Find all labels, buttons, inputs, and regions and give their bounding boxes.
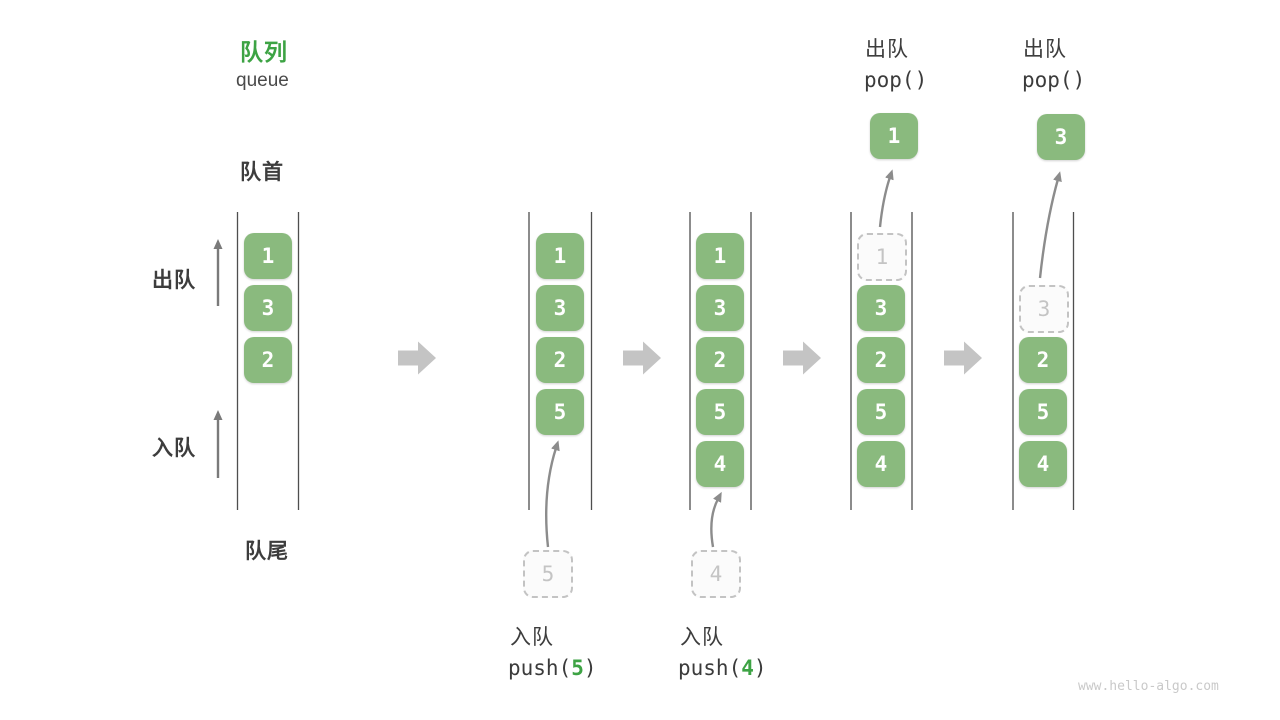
op-pop2-label: 出队 — [1023, 38, 1067, 61]
code-text: ) — [753, 656, 767, 680]
page-subtitle: queue — [236, 70, 289, 91]
code-arg: 5 — [571, 656, 584, 680]
op-push5-code: push(5) — [508, 656, 597, 680]
popped-ghost-cell: 1 — [857, 233, 907, 281]
queue-cell: 4 — [1019, 441, 1067, 487]
queue-cell: 5 — [696, 389, 744, 435]
op-push5-label: 入队 — [510, 626, 554, 649]
queue-cell: 2 — [244, 337, 292, 383]
incoming-ghost-cell: 5 — [523, 550, 573, 598]
op-push4-code: push(4) — [678, 656, 767, 680]
label-queue-front: 队首 — [240, 161, 284, 184]
code-text: push( — [678, 656, 742, 680]
op-pop1-label: 出队 — [865, 38, 909, 61]
label-enqueue-side: 入队 — [152, 437, 196, 460]
queue-cell: 3 — [696, 285, 744, 331]
op-pop1-code: pop() — [864, 68, 928, 92]
incoming-ghost-cell: 4 — [691, 550, 741, 598]
page-title: 队列 — [240, 39, 288, 65]
op-pop2-code: pop() — [1022, 68, 1086, 92]
flow-arrow-icon — [398, 341, 982, 375]
code-arg: 4 — [741, 656, 754, 680]
queue-cell: 3 — [857, 285, 905, 331]
queue-cell: 1 — [536, 233, 584, 279]
queue-cell: 5 — [857, 389, 905, 435]
queue-cell: 3 — [244, 285, 292, 331]
popped-ghost-cell: 3 — [1019, 285, 1069, 333]
queue-cell: 5 — [1019, 389, 1067, 435]
queue-cell: 2 — [536, 337, 584, 383]
queue-cell: 2 — [1019, 337, 1067, 383]
label-dequeue-side: 出队 — [152, 269, 196, 292]
queue-channel-lines — [236, 212, 1075, 510]
popped-cell: 1 — [870, 113, 918, 159]
queue-cell: 1 — [696, 233, 744, 279]
queue-cell: 1 — [244, 233, 292, 279]
queue-cell: 4 — [696, 441, 744, 487]
code-text: ) — [583, 656, 597, 680]
queue-cell: 2 — [696, 337, 744, 383]
label-queue-rear: 队尾 — [245, 540, 289, 563]
watermark: www.hello-algo.com — [1078, 679, 1219, 694]
queue-cell: 2 — [857, 337, 905, 383]
op-push4-label: 入队 — [680, 626, 724, 649]
popped-cell: 3 — [1037, 114, 1085, 160]
operation-arrow-icon — [545, 169, 1062, 548]
queue-cell: 3 — [536, 285, 584, 331]
code-text: push( — [508, 656, 572, 680]
queue-cell: 5 — [536, 389, 584, 435]
queue-cell: 4 — [857, 441, 905, 487]
